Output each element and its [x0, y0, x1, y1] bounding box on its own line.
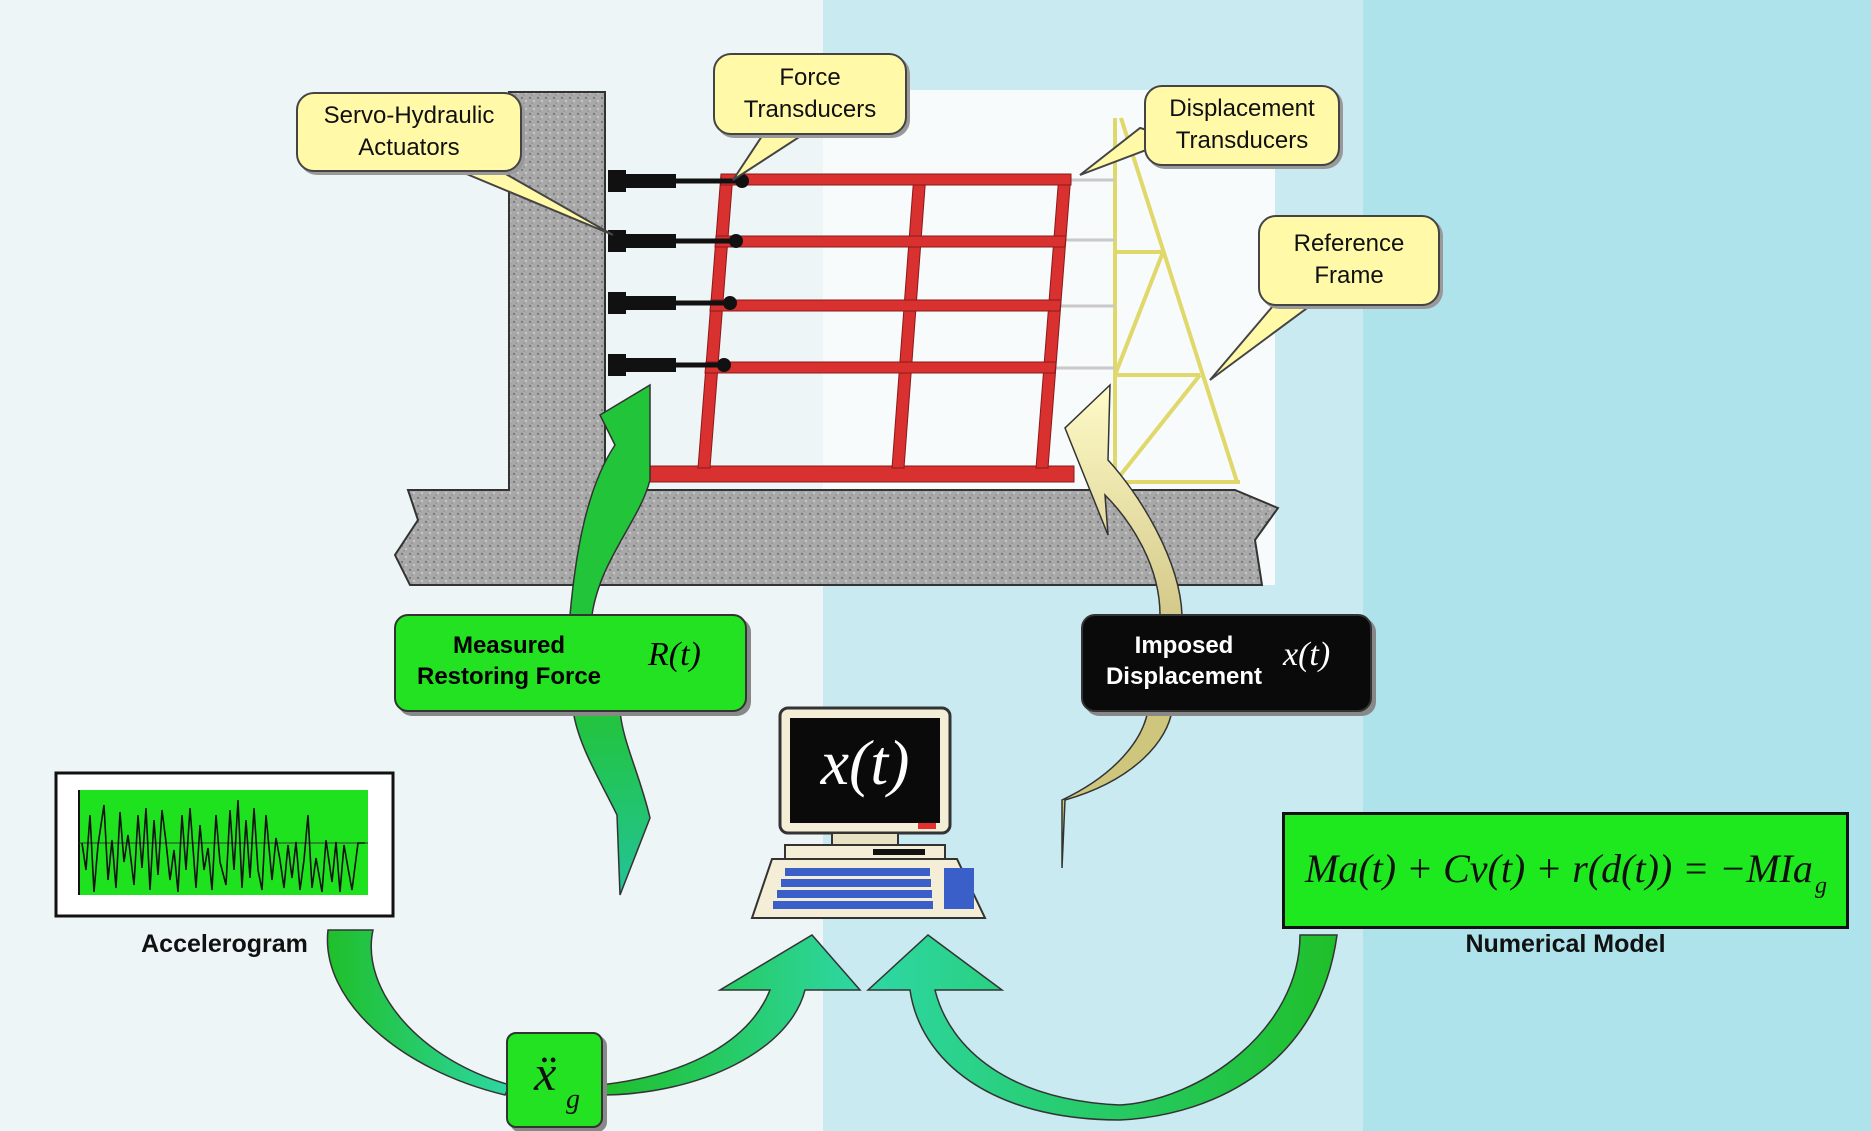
displacement-transducers-callout: Displacement Transducers: [1144, 85, 1340, 166]
imposed-label-line2: Displacement: [1105, 663, 1263, 690]
servo-callout-line1: Servo-Hydraulic: [323, 102, 495, 129]
computer-screen-text: x(t): [820, 727, 910, 798]
displacement-callout-line1: Displacement: [1169, 95, 1315, 122]
equation-subscript: g: [1815, 873, 1827, 899]
computer-icon: [750, 706, 987, 919]
accelerogram-plot: [54, 771, 395, 918]
computer-to-imposed-arrow: [1061, 709, 1173, 869]
ground-acceleration-box: ẍ g: [506, 1032, 603, 1128]
restoring-force-symbol: R(t): [648, 636, 701, 673]
force-callout-pointer: [732, 129, 814, 181]
servo-actuators: [608, 170, 749, 376]
servo-callout-line2: Actuators: [358, 134, 460, 161]
servo-actuators-callout: Servo-Hydraulic Actuators: [296, 92, 522, 172]
ground-accel-subscript: g: [566, 1084, 580, 1115]
force-callout-line2: Transducers: [743, 96, 877, 123]
accelerogram-caption: Accelerogram: [141, 930, 308, 958]
measured-label-line1: Measured: [452, 632, 566, 659]
reference-callout-line2: Frame: [1314, 262, 1384, 289]
ground-accel-to-computer-arrow: [599, 934, 862, 1096]
imposed-displacement-arrow: [1064, 383, 1183, 616]
measured-restoring-force-box: Measured Restoring Force R(t): [394, 614, 747, 712]
equation-of-motion: Ma(t) + Cv(t) + r(d(t)) = −MIa: [1305, 846, 1813, 891]
numerical-model-box: Ma(t) + Cv(t) + r(d(t)) = −MIa g: [1282, 812, 1849, 929]
displacement-callout-line2: Transducers: [1175, 127, 1309, 154]
imposed-displacement-symbol: x(t): [1283, 636, 1331, 673]
numerical-model-to-computer-arrow: [866, 934, 1338, 1121]
background-right-panel: [1363, 0, 1871, 1131]
restoring-force-to-computer-arrow: [572, 709, 651, 896]
reference-frame: [1110, 117, 1240, 484]
force-callout-line1: Force: [779, 64, 841, 91]
imposed-label-line1: Imposed: [1134, 632, 1234, 659]
force-transducers-callout: Force Transducers: [713, 53, 907, 135]
reference-callout-line1: Reference: [1293, 230, 1405, 257]
ground-accel-symbol: ẍ: [534, 1045, 557, 1101]
numerical-model-caption: Numerical Model: [1465, 930, 1666, 958]
reference-frame-callout: Reference Frame: [1258, 215, 1440, 306]
imposed-displacement-box: Imposed Displacement x(t): [1081, 614, 1372, 712]
tested-frame: [649, 173, 1075, 483]
measured-label-line2: Restoring Force: [416, 663, 602, 690]
